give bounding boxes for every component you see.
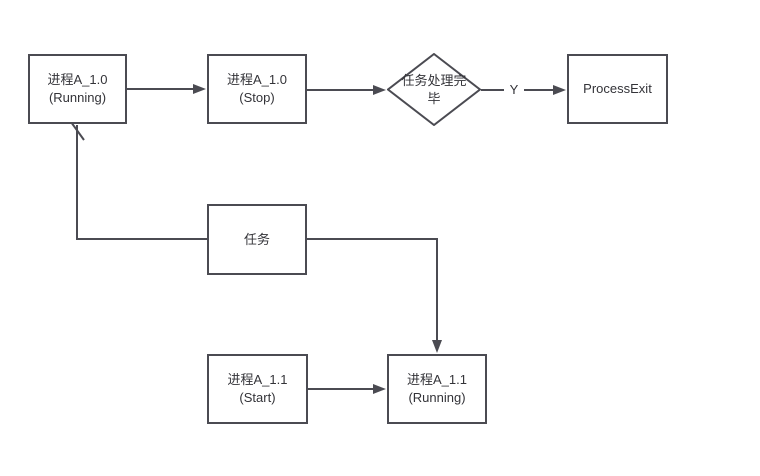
node-process-a11-running[interactable]: 进程A_1.1 (Running) [387,354,487,424]
node-label: 进程A_1.1 (Running) [407,372,467,405]
node-label: 进程A_1.0 (Running) [47,72,108,105]
edge-running-to-stop[interactable] [127,84,206,94]
node-label: 进程A_1.1 (Start) [227,372,288,405]
node-process-a11-start[interactable]: 进程A_1.1 (Start) [207,354,308,424]
node-label: 进程A_1.0 (Stop) [227,72,287,105]
edge-task-to-a11running[interactable] [307,238,442,353]
node-label: 任务 [243,231,270,247]
node-process-a10-running[interactable]: 进程A_1.0 (Running) [28,54,127,124]
node-decision-task-done[interactable]: 任务处理完 毕 [387,53,481,126]
node-label: 任务处理完 毕 [401,72,467,106]
node-process-a10-stop[interactable]: 进程A_1.0 (Stop) [207,54,307,124]
edge-label-yes: Y [504,81,524,99]
node-label: ProcessExit [583,81,652,96]
edge-task-to-running[interactable] [70,121,207,240]
node-task[interactable]: 任务 [207,204,307,275]
diamond-shape [387,53,481,126]
edge-stop-to-decision[interactable] [307,85,386,95]
edge-start-to-a11running[interactable] [308,384,386,394]
node-process-exit[interactable]: ProcessExit [567,54,668,124]
